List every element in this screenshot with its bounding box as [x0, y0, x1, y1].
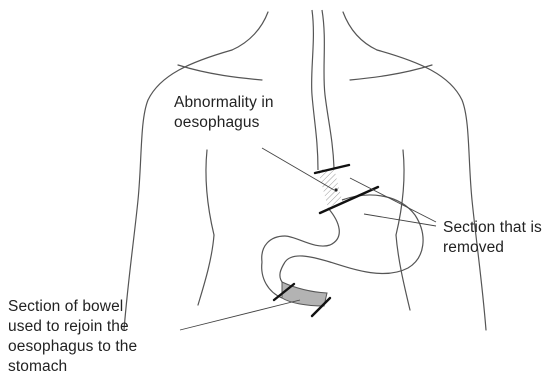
- chest-line-left: [178, 65, 262, 80]
- shoulder-left: [124, 50, 232, 330]
- neck-right: [343, 12, 377, 50]
- armpit-right: [396, 150, 404, 235]
- shoulder-right: [377, 50, 486, 330]
- abnormality-dot: [334, 188, 337, 191]
- leader-removed-upper: [350, 178, 436, 222]
- stomach-inner: [262, 208, 340, 262]
- stomach: [262, 195, 423, 274]
- flank-right: [396, 235, 410, 310]
- label-bowel-section: Section of bowel used to rejoin the oeso…: [8, 297, 188, 377]
- leader-abnormality: [262, 148, 334, 190]
- oesophagus-right-wall: [322, 10, 334, 168]
- neck-left: [232, 12, 268, 50]
- label-section-removed: Section that is removed: [443, 218, 559, 258]
- oesophagus-left-wall: [312, 10, 318, 170]
- chest-line-right: [350, 65, 432, 80]
- label-abnormality-in-oesophagus: Abnormality in oesophagus: [174, 93, 334, 133]
- flank-left: [198, 235, 214, 305]
- oesophagus: [312, 10, 334, 170]
- bowel-inner: [262, 262, 282, 298]
- stomach-outer: [285, 195, 423, 274]
- body-outline: [124, 12, 486, 330]
- armpit-left: [206, 150, 214, 235]
